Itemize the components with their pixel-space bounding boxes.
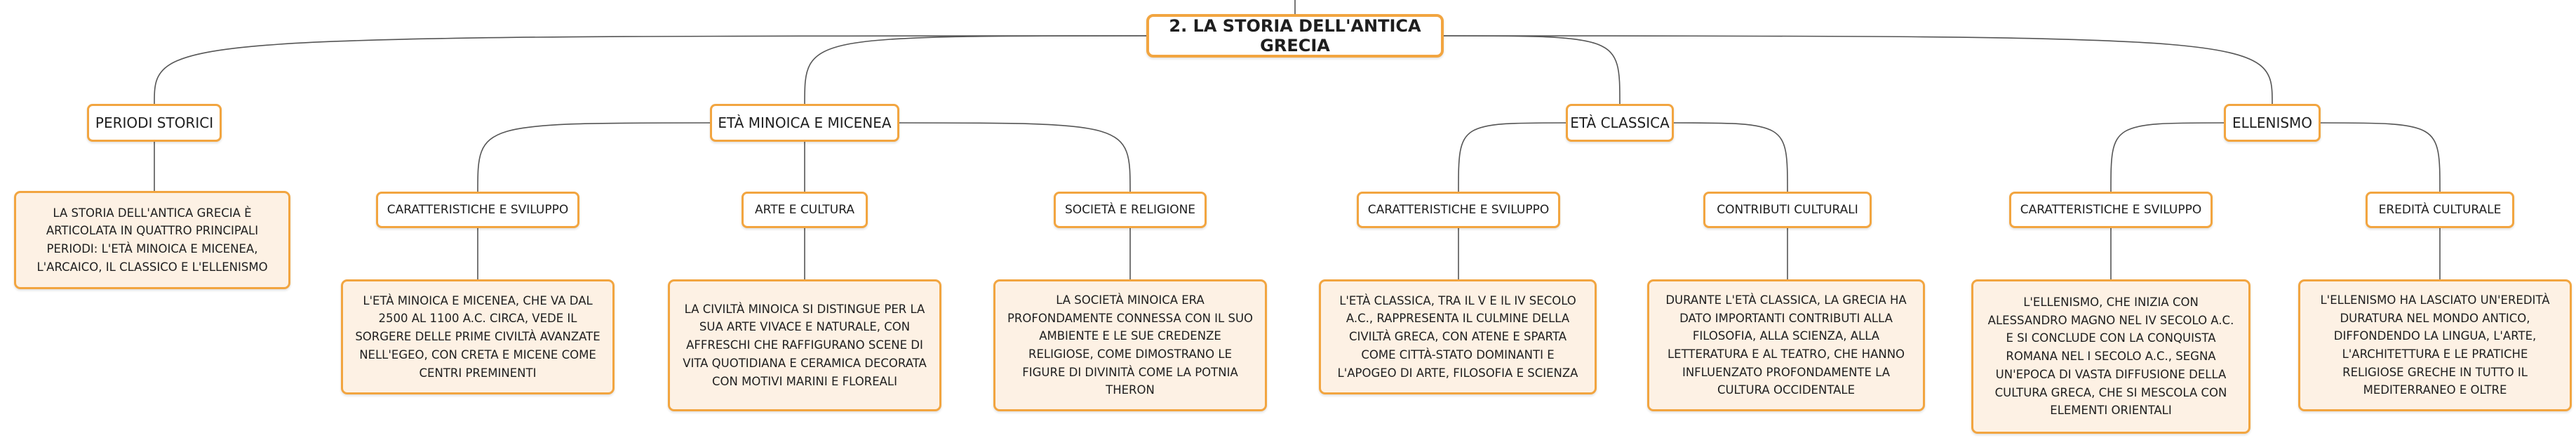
- connector-subtopic-minoica-caratteristiche: [477, 122, 711, 192]
- subtopic-ellenismo-eredita[interactable]: EREDITÀ CULTURALE: [2366, 192, 2514, 228]
- description-ellenismo-eredita-text: L'ELLENISMO HA LASCIATO UN'EREDITÀ DURAT…: [2320, 293, 2550, 397]
- subtopic-classica-contributi-label: CONTRIBUTI CULTURALI: [1717, 203, 1858, 217]
- subtopic-classica-caratteristiche-label: CARATTERISTICHE E SVILUPPO: [1367, 203, 1550, 217]
- subtopic-minoica-caratteristiche[interactable]: CARATTERISTICHE E SVILUPPO: [376, 192, 579, 228]
- topic-eta-minoica-micenea[interactable]: ETÀ MINOICA E MICENEA: [710, 104, 899, 142]
- subtopic-minoica-arte[interactable]: ARTE E CULTURA: [742, 192, 868, 228]
- subtopic-classica-contributi[interactable]: CONTRIBUTI CULTURALI: [1703, 192, 1872, 228]
- connector-topic-ellenismo: [1443, 35, 2273, 105]
- subtopic-minoica-arte-label: ARTE E CULTURA: [755, 203, 854, 217]
- topic-ellenismo-label: ELLENISMO: [2232, 114, 2313, 131]
- description-minoica-societa[interactable]: LA SOCIETÀ MINOICA ERA PROFONDAMENTE CON…: [993, 279, 1267, 411]
- connector-topic-eta-classica: [1443, 35, 1621, 105]
- connector-subtopic-classica-contributi: [1673, 122, 1788, 192]
- description-ellenismo-caratteristiche-text: L'ELLENISMO, CHE INIZIA CON ALESSANDRO M…: [1987, 295, 2234, 418]
- description-minoica-societa-text: LA SOCIETÀ MINOICA ERA PROFONDAMENTE CON…: [1007, 293, 1254, 397]
- connector-subtopic-minoica-societa: [899, 122, 1131, 192]
- subtopic-minoica-societa[interactable]: SOCIETÀ E RELIGIONE: [1054, 192, 1207, 228]
- description-classica-contributi-text: DURANTE L'ETÀ CLASSICA, LA GRECIA HA DAT…: [1665, 293, 1907, 397]
- subtopic-classica-caratteristiche[interactable]: CARATTERISTICHE E SVILUPPO: [1357, 192, 1560, 228]
- root-topic[interactable]: 2. LA STORIA DELL'ANTICA GRECIA: [1146, 14, 1444, 58]
- description-minoica-arte-text: LA CIVILTÀ MINOICA SI DISTINGUE PER LA S…: [683, 302, 927, 388]
- description-periodi-storici-text: LA STORIA DELL'ANTICA GRECIA È ARTICOLAT…: [36, 206, 268, 274]
- topic-periodi-storici-label: PERIODI STORICI: [95, 114, 214, 131]
- subtopic-minoica-caratteristiche-label: CARATTERISTICHE E SVILUPPO: [387, 203, 569, 217]
- subtopic-ellenismo-caratteristiche[interactable]: CARATTERISTICHE E SVILUPPO: [2009, 192, 2213, 228]
- description-minoica-caratteristiche-text: L'ETÀ MINOICA E MICENEA, CHE VA DAL 2500…: [355, 293, 601, 380]
- description-minoica-arte[interactable]: LA CIVILTÀ MINOICA SI DISTINGUE PER LA S…: [668, 279, 941, 411]
- description-minoica-caratteristiche[interactable]: L'ETÀ MINOICA E MICENEA, CHE VA DAL 2500…: [341, 279, 615, 394]
- description-classica-contributi[interactable]: DURANTE L'ETÀ CLASSICA, LA GRECIA HA DAT…: [1647, 279, 1925, 411]
- description-classica-caratteristiche-text: L'ETÀ CLASSICA, TRA IL V E IL IV SECOLO …: [1337, 293, 1578, 380]
- description-ellenismo-caratteristiche[interactable]: L'ELLENISMO, CHE INIZIA CON ALESSANDRO M…: [1971, 279, 2250, 434]
- topic-eta-minoica-micenea-label: ETÀ MINOICA E MICENEA: [718, 114, 892, 131]
- subtopic-ellenismo-caratteristiche-label: CARATTERISTICHE E SVILUPPO: [2020, 203, 2202, 217]
- connector-subtopic-classica-caratteristiche: [1458, 122, 1567, 192]
- topic-periodi-storici[interactable]: PERIODI STORICI: [87, 104, 222, 142]
- connector-subtopic-ellenismo-caratteristiche: [2110, 122, 2225, 192]
- topic-eta-classica[interactable]: ETÀ CLASSICA: [1566, 104, 1674, 142]
- topic-ellenismo[interactable]: ELLENISMO: [2224, 104, 2321, 142]
- topic-eta-classica-label: ETÀ CLASSICA: [1570, 114, 1670, 131]
- connector-subtopic-ellenismo-eredita: [2320, 122, 2441, 192]
- subtopic-minoica-societa-label: SOCIETÀ E RELIGIONE: [1064, 203, 1196, 217]
- root-topic-label: 2. LA STORIA DELL'ANTICA GRECIA: [1169, 16, 1421, 55]
- connector-topic-periodi-storici: [154, 35, 1147, 105]
- description-ellenismo-eredita[interactable]: L'ELLENISMO HA LASCIATO UN'EREDITÀ DURAT…: [2298, 279, 2572, 411]
- connector-topic-eta-minoica-micenea: [804, 35, 1147, 105]
- description-periodi-storici[interactable]: LA STORIA DELL'ANTICA GRECIA È ARTICOLAT…: [14, 191, 290, 289]
- subtopic-ellenismo-eredita-label: EREDITÀ CULTURALE: [2378, 203, 2502, 217]
- description-classica-caratteristiche[interactable]: L'ETÀ CLASSICA, TRA IL V E IL IV SECOLO …: [1319, 279, 1597, 394]
